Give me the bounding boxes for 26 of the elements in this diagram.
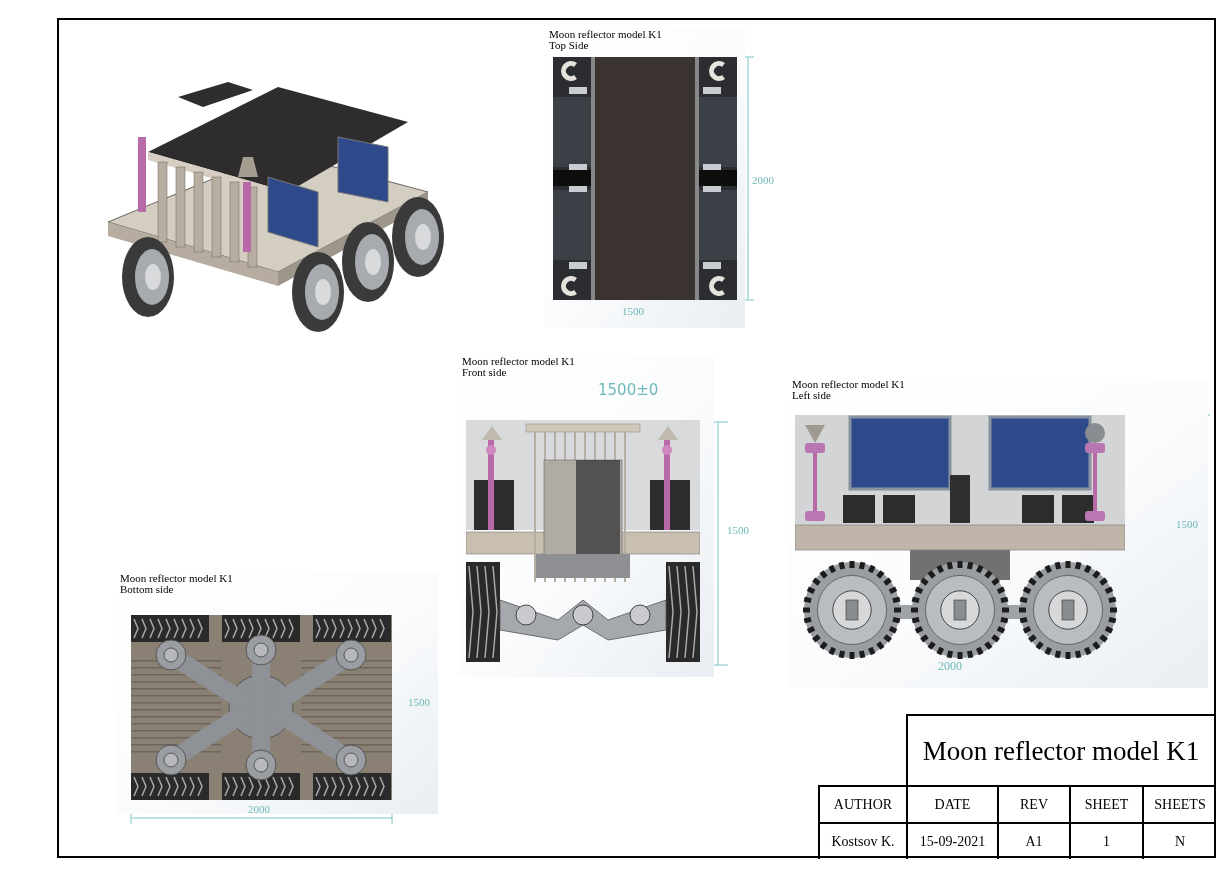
table-cell: 1 [1069,822,1142,859]
table-cell: SHEETS [1142,785,1216,822]
table-cell: SHEET [1069,785,1142,822]
view-title: Top Side [549,40,590,51]
table-cell: N [1142,822,1216,859]
view-title: Moon reflector model K1 [120,573,233,584]
dimension-text: 1500 [622,306,644,317]
view-title: Front side [462,367,508,378]
dimension-text: 2000 [248,804,270,815]
dimension-text: 1500 [408,697,430,708]
dimension-text: 2000 [938,660,962,672]
view-title: Left side [792,390,832,401]
drawing-title: Moon reflector model K1 [922,734,1200,768]
table-cell: Kostsov K. [818,822,906,859]
table-cell: REV [997,785,1069,822]
table-cell: A1 [997,822,1069,859]
dimension-text: 1500 [727,525,749,536]
view-title: Moon reflector model K1 [792,379,905,390]
table-cell: 15-09-2021 [906,822,997,859]
dimension-text: 1500 [1176,519,1198,530]
view-title: Moon reflector model K1 [462,356,575,367]
table-cell: DATE [906,785,997,822]
view-title: Bottom side [120,584,175,595]
dimension-text: 1500±0 [598,383,659,398]
view-title: Moon reflector model K1 [549,29,662,40]
table-cell: AUTHOR [818,785,906,822]
